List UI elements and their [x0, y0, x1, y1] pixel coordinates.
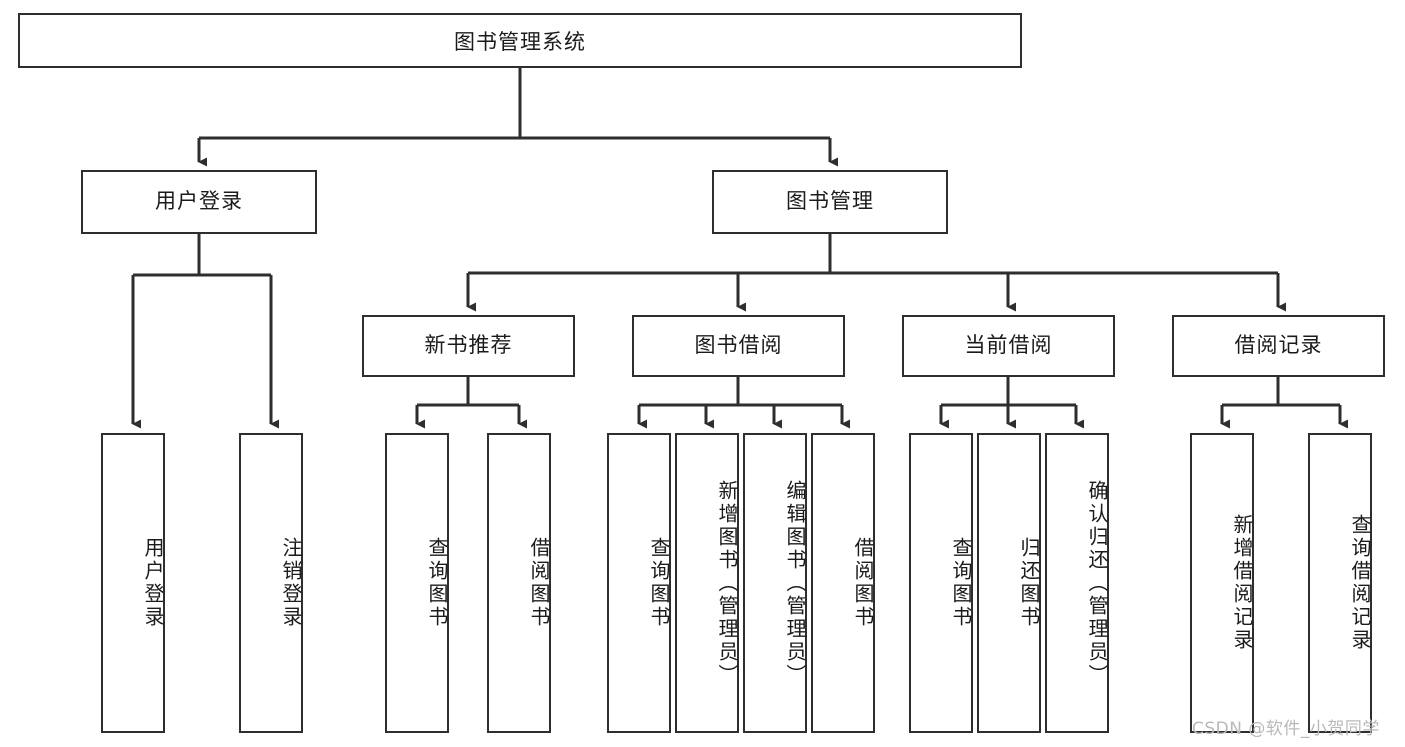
- leaf-label: 注销登录: [279, 537, 303, 629]
- leaf-label: 新增借阅记录: [1230, 514, 1254, 652]
- node-new-book-recommend-label: 新书推荐: [424, 333, 513, 358]
- node-user-login-label: 用户登录: [155, 189, 243, 214]
- node-book-management[interactable]: 图书管理: [712, 170, 948, 234]
- node-book-management-label: 图书管理: [786, 189, 874, 214]
- leaf-current-return-book[interactable]: 归还图书: [977, 433, 1041, 733]
- leaf-label: 查询图书: [647, 537, 671, 629]
- node-current-borrow[interactable]: 当前借阅: [902, 315, 1115, 377]
- leaf-borrow-edit-book-admin[interactable]: 编辑图书（管理员）: [743, 433, 807, 733]
- leaf-label: 借阅图书: [527, 537, 551, 629]
- node-user-login[interactable]: 用户登录: [81, 170, 317, 234]
- node-root-label: 图书管理系统: [454, 29, 586, 54]
- leaf-label: 用户登录: [141, 537, 165, 629]
- node-root-system[interactable]: 图书管理系统: [18, 13, 1022, 68]
- leaf-borrow-add-book-admin[interactable]: 新增图书（管理员）: [675, 433, 739, 733]
- leaf-label: 新增图书（管理员）: [715, 479, 739, 687]
- node-current-borrow-label: 当前借阅: [964, 333, 1053, 358]
- leaf-recommend-query-book[interactable]: 查询图书: [385, 433, 449, 733]
- leaf-records-query-record[interactable]: 查询借阅记录: [1308, 433, 1372, 733]
- node-borrow-records[interactable]: 借阅记录: [1172, 315, 1385, 377]
- leaf-borrow-borrow-book[interactable]: 借阅图书: [811, 433, 875, 733]
- leaf-label: 确认归还（管理员）: [1085, 479, 1109, 687]
- node-borrow-records-label: 借阅记录: [1234, 333, 1323, 358]
- leaf-label: 查询借阅记录: [1348, 514, 1372, 652]
- node-book-borrow-label: 图书借阅: [694, 333, 783, 358]
- node-book-borrow[interactable]: 图书借阅: [632, 315, 845, 377]
- node-new-book-recommend[interactable]: 新书推荐: [362, 315, 575, 377]
- leaf-user-login-signin[interactable]: 用户登录: [101, 433, 165, 733]
- leaf-user-login-signout[interactable]: 注销登录: [239, 433, 303, 733]
- leaf-current-confirm-return-admin[interactable]: 确认归还（管理员）: [1045, 433, 1109, 733]
- csdn-watermark: CSDN @软件_小贺同学: [1192, 719, 1380, 739]
- leaf-label: 借阅图书: [851, 537, 875, 629]
- leaf-current-query-book[interactable]: 查询图书: [909, 433, 973, 733]
- leaf-label: 查询图书: [949, 537, 973, 629]
- leaf-records-add-record[interactable]: 新增借阅记录: [1190, 433, 1254, 733]
- leaf-recommend-borrow-book[interactable]: 借阅图书: [487, 433, 551, 733]
- leaf-borrow-query-book[interactable]: 查询图书: [607, 433, 671, 733]
- leaf-label: 编辑图书（管理员）: [783, 479, 807, 687]
- leaf-label: 归还图书: [1017, 537, 1041, 629]
- leaf-label: 查询图书: [425, 537, 449, 629]
